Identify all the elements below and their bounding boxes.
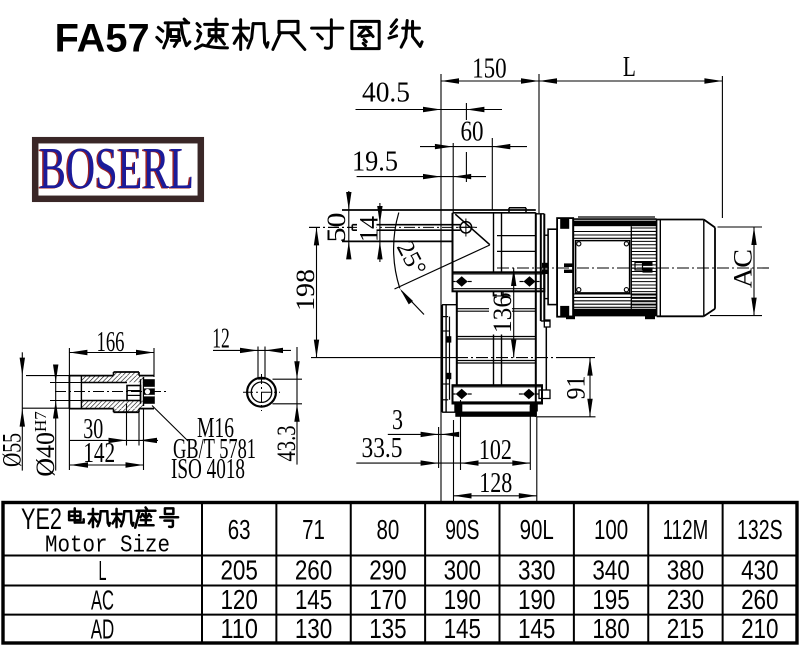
svg-text:145: 145 [518, 613, 556, 644]
svg-text:AC: AC [91, 585, 114, 616]
svg-text:60: 60 [461, 117, 484, 148]
svg-text:110: 110 [220, 613, 258, 644]
svg-text:205: 205 [220, 555, 258, 586]
svg-text:M16: M16 [197, 413, 234, 444]
svg-text:112M: 112M [663, 514, 709, 545]
svg-text:BOSERL: BOSERL [38, 136, 193, 202]
svg-text:150: 150 [472, 54, 507, 85]
svg-text:14: 14 [355, 216, 384, 242]
svg-text:33.5: 33.5 [362, 433, 403, 464]
svg-text:142: 142 [83, 438, 115, 469]
svg-text:166: 166 [97, 327, 125, 358]
svg-text:100: 100 [594, 514, 628, 545]
svg-text:Ø55: Ø55 [0, 433, 27, 467]
svg-text:340: 340 [592, 555, 630, 586]
svg-text:40.5: 40.5 [362, 78, 410, 109]
svg-text:230: 230 [667, 584, 705, 615]
svg-text:180: 180 [592, 613, 630, 644]
svg-text:BOSERL: BOSERL [39, 135, 194, 201]
svg-text:19.5: 19.5 [352, 147, 398, 178]
svg-text:L: L [99, 555, 107, 586]
svg-text:132S: 132S [737, 514, 783, 545]
svg-text:170: 170 [369, 584, 407, 615]
svg-text:43.3: 43.3 [272, 426, 301, 462]
svg-text:90S: 90S [445, 514, 479, 545]
svg-text:3: 3 [392, 405, 403, 436]
svg-text:Motor Size: Motor Size [45, 533, 170, 560]
svg-text:90L: 90L [520, 514, 554, 545]
svg-text:190: 190 [518, 584, 556, 615]
svg-text:AD: AD [91, 614, 115, 645]
svg-text:198: 198 [291, 269, 320, 311]
svg-text:120: 120 [220, 584, 258, 615]
svg-text:145: 145 [444, 613, 482, 644]
svg-text:430: 430 [741, 555, 779, 586]
svg-text:91: 91 [562, 376, 591, 400]
svg-text:102: 102 [479, 435, 512, 466]
svg-text:130: 130 [295, 613, 333, 644]
svg-text:145: 145 [295, 584, 333, 615]
svg-text:GB/T 5781: GB/T 5781 [173, 434, 256, 465]
svg-text:195: 195 [592, 584, 630, 615]
svg-text:210: 210 [741, 613, 779, 644]
svg-text:80: 80 [377, 514, 400, 545]
svg-text:215: 215 [667, 613, 705, 644]
svg-text:380: 380 [667, 555, 705, 586]
svg-text:FA57: FA57 [55, 16, 150, 60]
svg-text:L: L [623, 52, 636, 83]
svg-text:YE2: YE2 [21, 503, 62, 536]
svg-text:Ø40H7: Ø40H7 [31, 411, 60, 477]
svg-text:290: 290 [369, 555, 407, 586]
svg-text:136: 136 [488, 295, 517, 333]
svg-text:ISO 4018: ISO 4018 [171, 454, 245, 485]
svg-text:71: 71 [302, 514, 325, 545]
svg-text:330: 330 [518, 555, 556, 586]
svg-text:190: 190 [444, 584, 482, 615]
svg-text:128: 128 [479, 468, 512, 499]
svg-text:135: 135 [369, 613, 407, 644]
svg-text:260: 260 [741, 584, 779, 615]
svg-text:12: 12 [212, 323, 230, 354]
svg-text:63: 63 [228, 514, 251, 545]
svg-text:300: 300 [444, 555, 482, 586]
svg-text:30: 30 [83, 414, 103, 445]
svg-text:260: 260 [295, 555, 333, 586]
